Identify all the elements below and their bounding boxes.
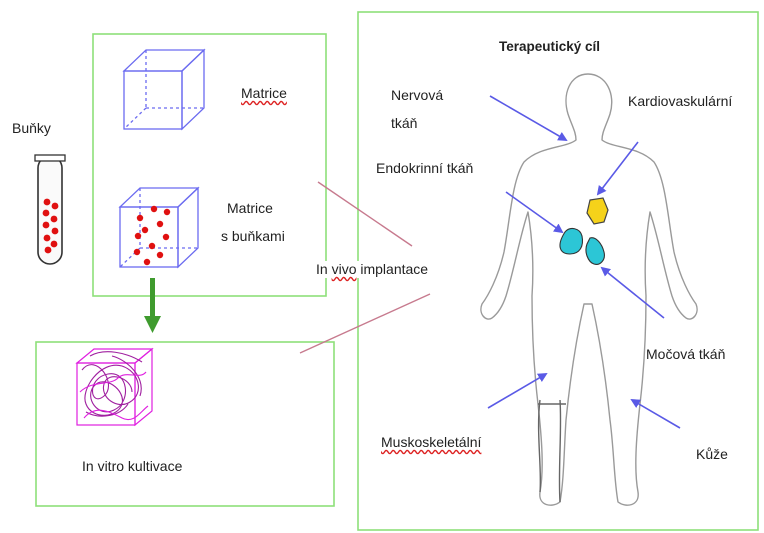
human-body — [481, 74, 697, 505]
matrix-with-cells-cube — [120, 188, 198, 267]
cells-label: Buňky — [12, 120, 51, 137]
nervous-label-line1: Nervová — [391, 87, 443, 104]
scaffold-cube — [77, 349, 152, 425]
nervous-label-line2: tkáň — [391, 115, 417, 132]
in-vitro-label: In vitro kultivace — [82, 458, 182, 475]
target-title: Terapeutický cíl — [499, 38, 600, 55]
musculo-label: Muskoskeletální — [381, 434, 481, 451]
matrix-frame — [93, 34, 326, 296]
in-vitro-frame — [36, 342, 334, 506]
endocrine-label: Endokrinní tkáň — [376, 160, 473, 177]
skin-label: Kůže — [696, 446, 728, 463]
in-vivo-label: In vivo implantace — [316, 261, 428, 278]
test-tube — [35, 155, 65, 264]
matrix-cells-label-line1: Matrice — [227, 200, 273, 217]
matrix-cube — [124, 50, 204, 129]
cardio-arrow — [598, 142, 638, 194]
endocrine-organ — [560, 229, 583, 254]
urinary-arrow — [602, 268, 664, 318]
matrix-cells-label-line2: s buňkami — [221, 228, 285, 245]
urinary-organ — [586, 238, 604, 265]
nervous-arrow — [490, 96, 566, 140]
cardio-label: Kardiovaskulární — [628, 93, 732, 110]
heart-organ — [587, 198, 608, 224]
endocrine-arrow — [506, 192, 562, 232]
pointer-arrows — [488, 96, 680, 428]
down-arrow-icon — [144, 278, 161, 333]
urinary-label: Močová tkáň — [646, 346, 725, 363]
matrix-label: Matrice — [241, 85, 287, 102]
